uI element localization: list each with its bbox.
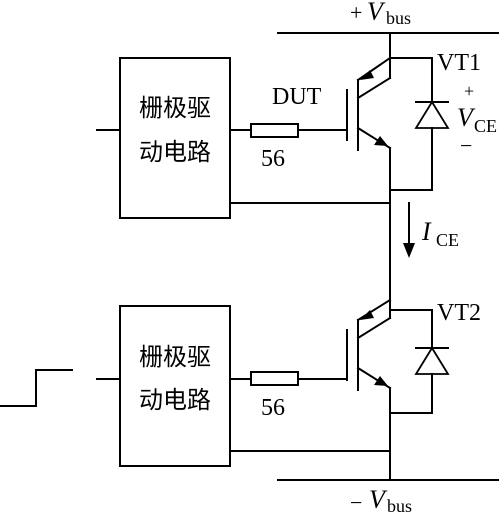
vce-minus-sign: −	[460, 133, 472, 158]
gate-driver-bottom	[119, 305, 231, 467]
vt2-freewheel-diode	[389, 309, 450, 414]
vt1-label: VT1	[437, 50, 481, 76]
vt1-collector-arrow-icon	[360, 70, 374, 80]
gate-driver-top-line1: 栅极驱	[139, 94, 211, 122]
vbus-positive-sign: +	[350, 0, 362, 25]
resistor-top-value: 56	[261, 146, 285, 172]
vbus-negative-sign: −	[350, 490, 362, 515]
vbus-positive-subscript: bus	[386, 8, 411, 28]
vt1-emitter-arrow-icon	[374, 136, 388, 146]
resistor-bottom-value: 56	[261, 395, 285, 421]
ice-subscript: CE	[436, 230, 459, 250]
gate-driver-top-line2: 动电路	[139, 138, 211, 166]
ice-arrow-icon	[403, 243, 415, 258]
gate-driver-bottom-line1: 栅极驱	[139, 343, 211, 371]
vbus-negative-subscript: bus	[387, 496, 412, 516]
vt2-label: VT2	[437, 300, 481, 326]
resistor-top	[250, 123, 299, 138]
vt2-collector-arrow-icon	[360, 310, 374, 320]
resistor-bottom	[250, 371, 299, 386]
vt1-freewheel-diode	[389, 57, 450, 191]
vce-plus-sign: +	[464, 81, 474, 101]
vt2-emitter-arrow-icon	[374, 376, 388, 386]
vce-subscript: CE	[474, 116, 497, 136]
gate-driver-bottom-line2: 动电路	[139, 386, 211, 414]
vt2-igbt	[346, 298, 392, 396]
vbus-positive-symbol: V	[367, 0, 386, 26]
vce-symbol: V	[457, 103, 476, 132]
gate-driver-top	[119, 57, 231, 219]
vt1-igbt	[346, 56, 392, 169]
step-input-signal	[0, 369, 73, 407]
vbus-negative-symbol: V	[369, 485, 388, 514]
dut-label: DUT	[272, 84, 322, 110]
ice-symbol: I	[421, 217, 432, 246]
